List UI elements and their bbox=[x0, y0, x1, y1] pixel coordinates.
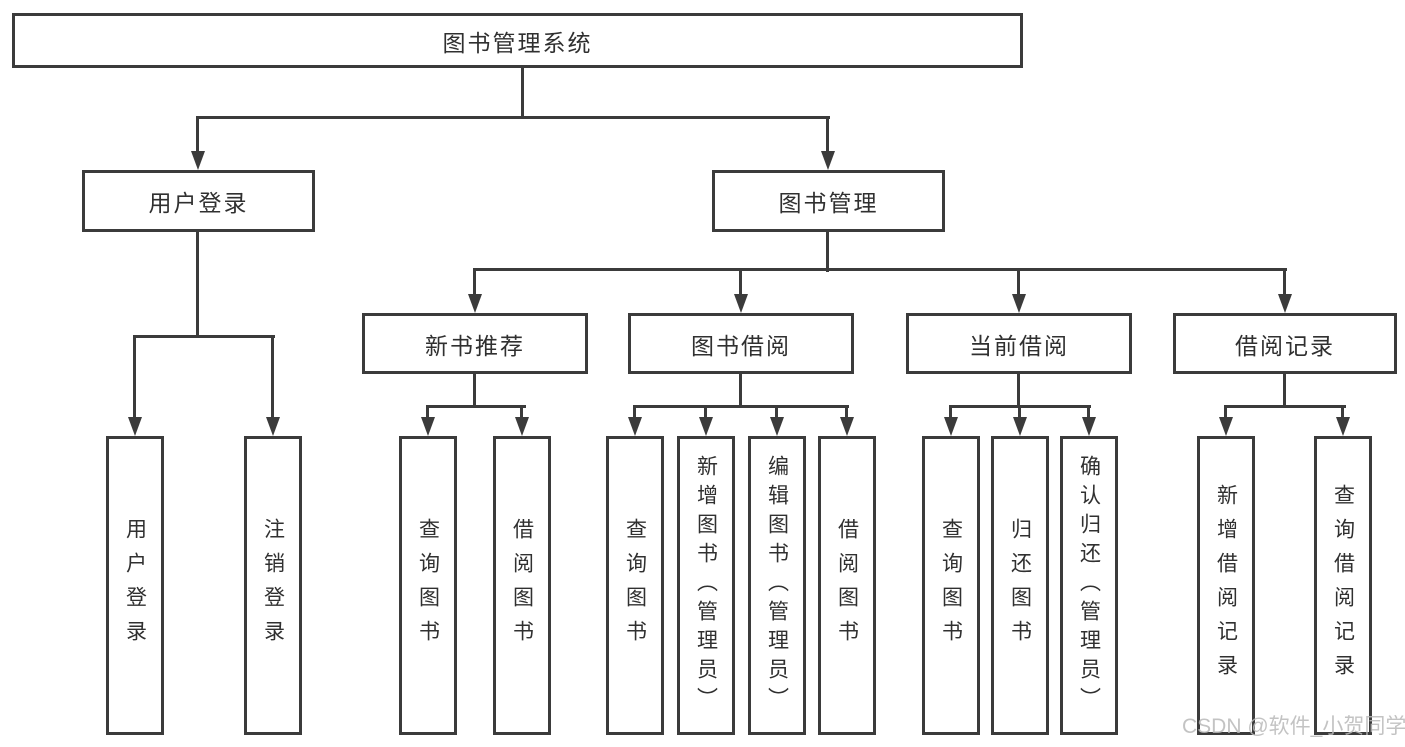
connector-user-login-stem bbox=[196, 232, 199, 338]
connector-current-stem bbox=[1017, 374, 1020, 408]
arrowhead-down-icon bbox=[1336, 417, 1350, 436]
leaf-query-borrow-record: 查询借阅记录 bbox=[1314, 436, 1372, 735]
leaf-query-books-current: 查询图书 bbox=[922, 436, 980, 735]
connector-recommend-stem bbox=[473, 374, 476, 408]
node-book-management: 图书管理 bbox=[712, 170, 945, 232]
connector-current-drop-3 bbox=[1087, 407, 1090, 421]
leaf-edit-book-admin: 编辑图书（管理员） bbox=[748, 436, 806, 735]
connector-current-drop-2 bbox=[1018, 407, 1021, 421]
connector-recommend-hline bbox=[426, 405, 526, 408]
arrowhead-down-icon bbox=[1219, 417, 1233, 436]
leaf-borrow-books-recommend: 借阅图书 bbox=[493, 436, 551, 735]
connector-current-drop-1 bbox=[949, 407, 952, 421]
connector-records-drop-2 bbox=[1341, 407, 1344, 421]
node-current-borrow: 当前借阅 bbox=[906, 313, 1132, 374]
node-borrow-records: 借阅记录 bbox=[1173, 313, 1397, 374]
leaf-logout-label: 注销登录 bbox=[261, 517, 285, 654]
leaf-query-books-recommend-label: 查询图书 bbox=[416, 517, 440, 654]
connector-book-mgmt-drop-2 bbox=[739, 270, 742, 298]
leaf-add-borrow-record: 新增借阅记录 bbox=[1197, 436, 1255, 735]
connector-book-mgmt-hline bbox=[473, 268, 1287, 271]
arrowhead-down-icon bbox=[421, 417, 435, 436]
arrowhead-down-icon bbox=[734, 294, 748, 313]
node-book-management-label: 图书管理 bbox=[778, 190, 879, 216]
leaf-return-books-label: 归还图书 bbox=[1008, 517, 1032, 654]
leaf-user-login-label: 用户登录 bbox=[123, 517, 147, 654]
arrowhead-down-icon bbox=[628, 417, 642, 436]
connector-recommend-drop-1 bbox=[426, 407, 429, 421]
arrowhead-down-icon bbox=[515, 417, 529, 436]
connector-records-drop-1 bbox=[1224, 407, 1227, 421]
connector-user-login-drop-2 bbox=[271, 337, 274, 421]
leaf-confirm-return-admin-label: 确认归还（管理员） bbox=[1077, 455, 1101, 716]
leaf-borrow-books-borrow: 借阅图书 bbox=[818, 436, 876, 735]
arrowhead-down-icon bbox=[699, 417, 713, 436]
leaf-query-books-borrow: 查询图书 bbox=[606, 436, 664, 735]
connector-root-drop-right bbox=[826, 118, 829, 156]
arrowhead-down-icon bbox=[770, 417, 784, 436]
leaf-confirm-return-admin: 确认归还（管理员） bbox=[1060, 436, 1118, 735]
arrowhead-down-icon bbox=[128, 417, 142, 436]
leaf-return-books: 归还图书 bbox=[991, 436, 1049, 735]
node-user-login: 用户登录 bbox=[82, 170, 315, 232]
leaf-borrow-books-recommend-label: 借阅图书 bbox=[510, 517, 534, 654]
connector-current-hline bbox=[949, 405, 1091, 408]
connector-root-drop-left bbox=[196, 118, 199, 156]
leaf-borrow-books-borrow-label: 借阅图书 bbox=[835, 517, 859, 654]
node-new-book-recommend-label: 新书推荐 bbox=[425, 332, 525, 359]
watermark: CSDN @软件_小贺同学 bbox=[1182, 715, 1405, 738]
connector-book-mgmt-drop-4 bbox=[1283, 270, 1286, 298]
leaf-add-book-admin-label: 新增图书（管理员） bbox=[694, 455, 718, 716]
arrowhead-down-icon bbox=[1278, 294, 1292, 313]
arrowhead-down-icon bbox=[840, 417, 854, 436]
connector-records-stem bbox=[1283, 374, 1286, 408]
connector-borrow-drop-2 bbox=[704, 407, 707, 421]
node-current-borrow-label: 当前借阅 bbox=[969, 332, 1069, 359]
leaf-user-login: 用户登录 bbox=[106, 436, 164, 735]
connector-borrow-hline bbox=[633, 405, 849, 408]
connector-book-mgmt-stem bbox=[826, 232, 829, 272]
arrowhead-down-icon bbox=[468, 294, 482, 313]
arrowhead-down-icon bbox=[1012, 294, 1026, 313]
connector-recommend-drop-2 bbox=[520, 407, 523, 421]
node-book-borrow: 图书借阅 bbox=[628, 313, 854, 374]
leaf-query-borrow-record-label: 查询借阅记录 bbox=[1331, 483, 1355, 688]
connector-root-hline bbox=[196, 116, 830, 119]
connector-borrow-stem bbox=[739, 374, 742, 408]
node-new-book-recommend: 新书推荐 bbox=[362, 313, 588, 374]
node-user-login-label: 用户登录 bbox=[148, 190, 249, 216]
arrowhead-down-icon bbox=[821, 151, 835, 170]
arrowhead-down-icon bbox=[191, 151, 205, 170]
connector-borrow-drop-4 bbox=[845, 407, 848, 421]
connector-borrow-drop-3 bbox=[775, 407, 778, 421]
leaf-add-book-admin: 新增图书（管理员） bbox=[677, 436, 735, 735]
connector-root-stem bbox=[521, 68, 524, 118]
arrowhead-down-icon bbox=[1013, 417, 1027, 436]
leaf-add-borrow-record-label: 新增借阅记录 bbox=[1214, 483, 1238, 688]
node-borrow-records-label: 借阅记录 bbox=[1235, 332, 1335, 359]
arrowhead-down-icon bbox=[1082, 417, 1096, 436]
node-book-borrow-label: 图书借阅 bbox=[691, 332, 791, 359]
leaf-query-books-recommend: 查询图书 bbox=[399, 436, 457, 735]
connector-user-login-hline bbox=[133, 335, 275, 338]
leaf-query-books-current-label: 查询图书 bbox=[939, 517, 963, 654]
leaf-logout: 注销登录 bbox=[244, 436, 302, 735]
connector-records-hline bbox=[1224, 405, 1346, 408]
connector-user-login-drop-1 bbox=[133, 337, 136, 421]
node-root: 图书管理系统 bbox=[12, 13, 1023, 68]
leaf-edit-book-admin-label: 编辑图书（管理员） bbox=[765, 455, 789, 716]
connector-book-mgmt-drop-1 bbox=[473, 270, 476, 298]
arrowhead-down-icon bbox=[266, 417, 280, 436]
leaf-query-books-borrow-label: 查询图书 bbox=[623, 517, 647, 654]
arrowhead-down-icon bbox=[944, 417, 958, 436]
connector-borrow-drop-1 bbox=[633, 407, 636, 421]
connector-book-mgmt-drop-3 bbox=[1017, 270, 1020, 298]
node-root-label: 图书管理系统 bbox=[442, 29, 593, 56]
